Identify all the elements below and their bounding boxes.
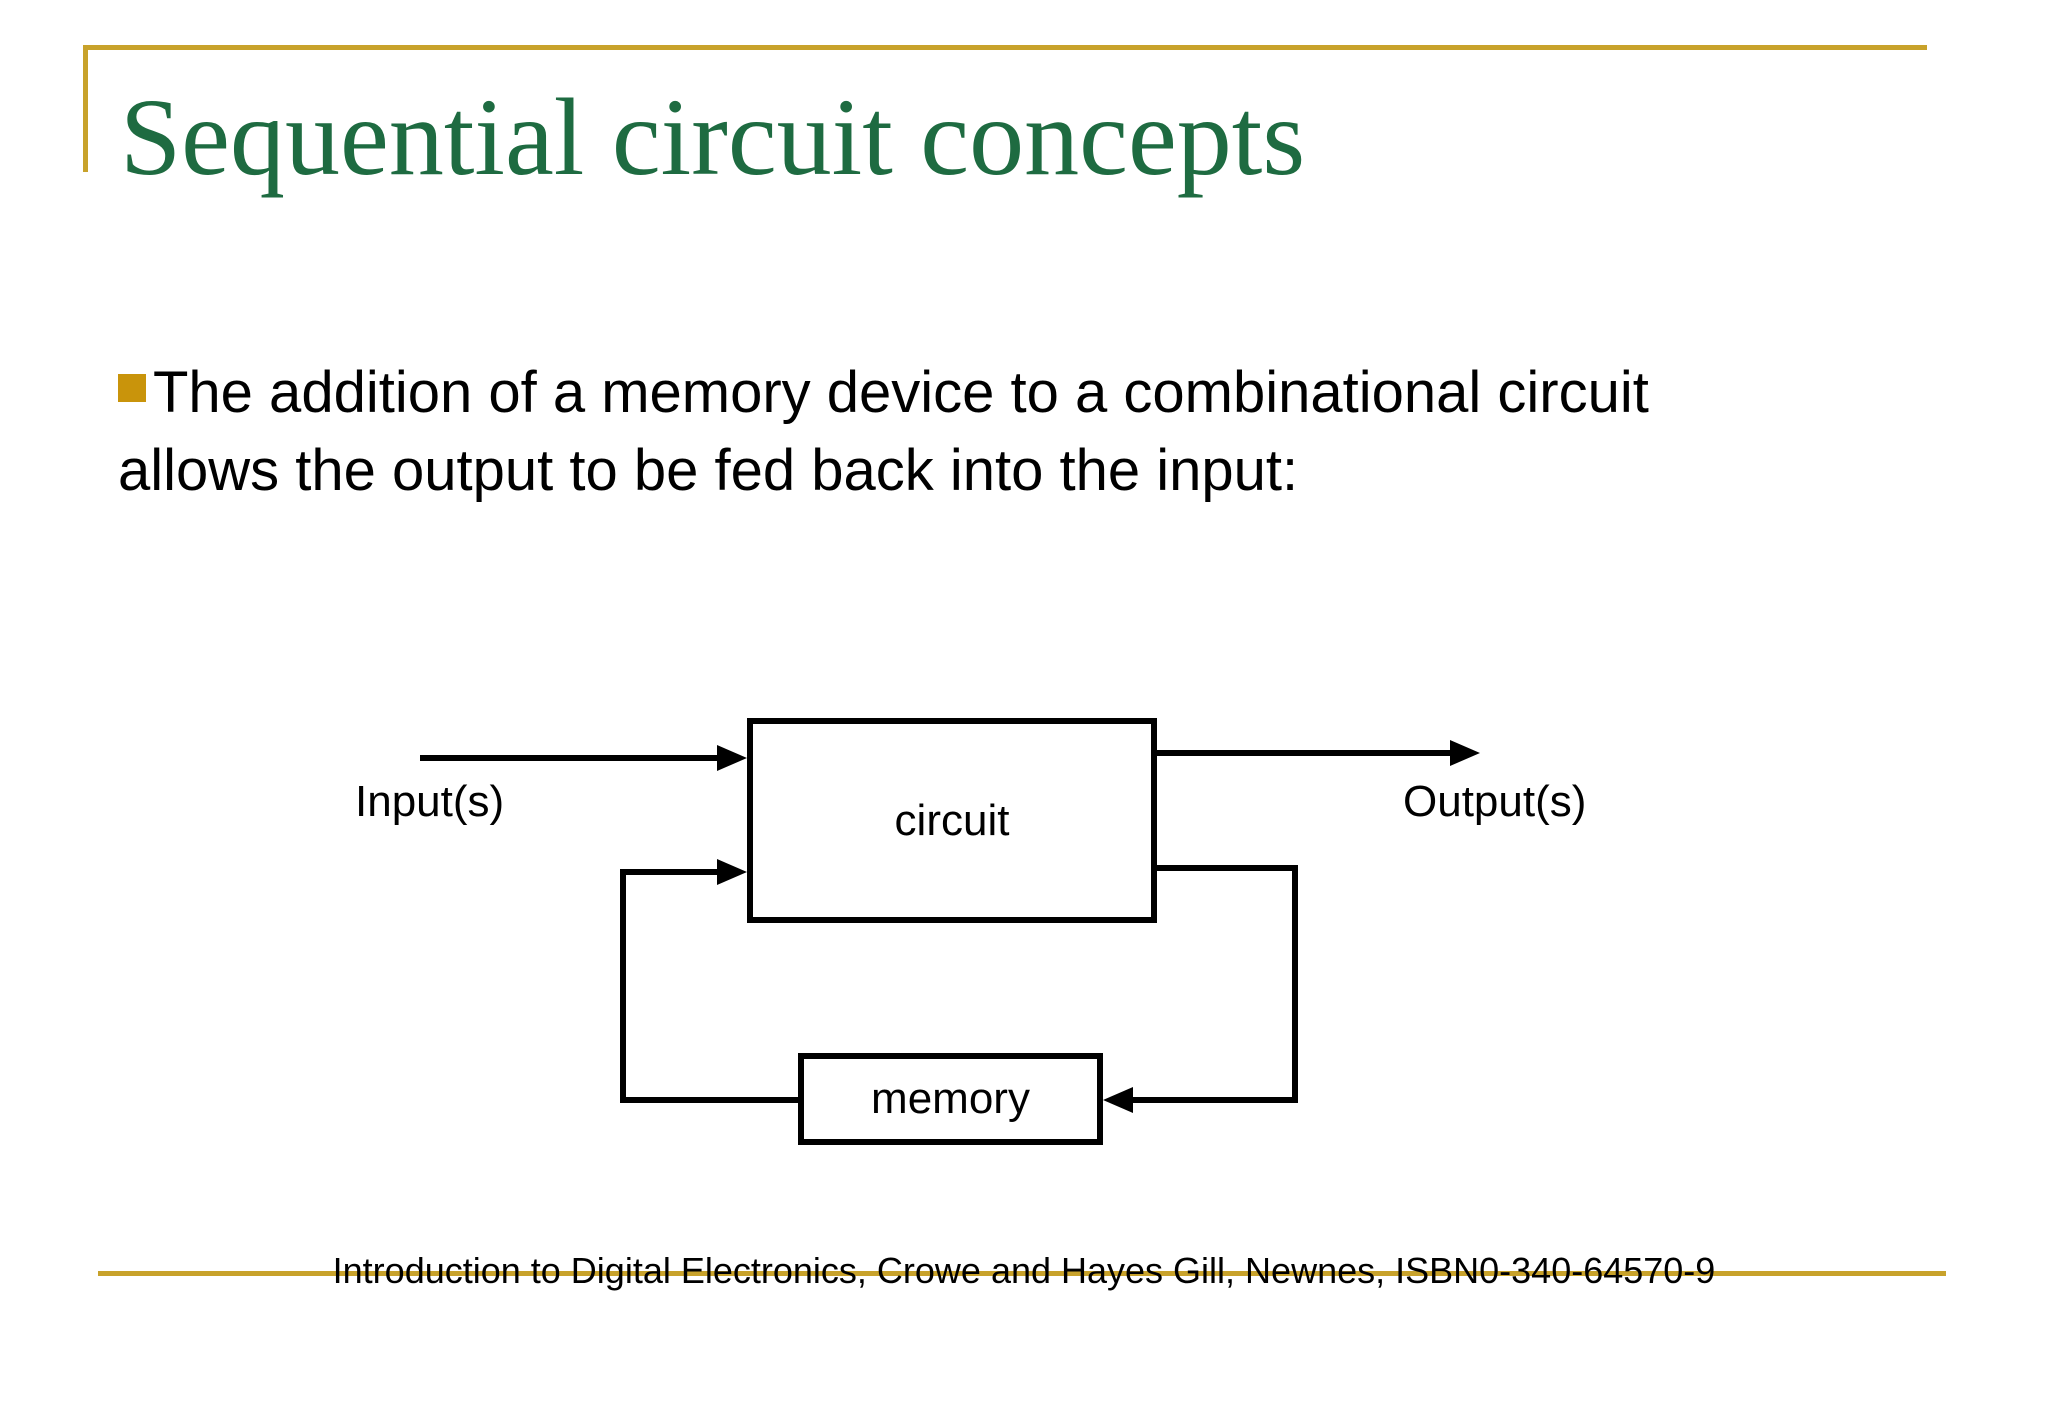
bullet-marker-icon bbox=[118, 374, 146, 402]
feedback-left-vertical-line bbox=[620, 869, 626, 1103]
feedback-into-circuit-line bbox=[620, 869, 720, 875]
memory-input-arrowhead-icon bbox=[1103, 1087, 1133, 1113]
feedback-right-vertical-line bbox=[1292, 865, 1298, 1103]
body-text-line-1: The addition of a memory device to a com… bbox=[118, 354, 1978, 432]
body-text-line-2-text: allows the output to be fed back into th… bbox=[118, 438, 1299, 503]
memory-box-label: memory bbox=[871, 1074, 1030, 1123]
output-arrowhead-icon bbox=[1450, 740, 1480, 766]
top-border-line bbox=[85, 45, 1927, 50]
footer-divider-line bbox=[98, 1271, 1946, 1276]
feedback-from-memory-line bbox=[620, 1097, 798, 1103]
body-text-line-2: allows the output to be fed back into th… bbox=[118, 432, 1978, 510]
input-arrow-line bbox=[420, 755, 720, 761]
feedback-right-horizontal-line bbox=[1157, 865, 1298, 871]
memory-box: memory bbox=[798, 1053, 1103, 1145]
input-label: Input(s) bbox=[355, 777, 505, 826]
body-text-line-1-text: The addition of a memory device to a com… bbox=[153, 360, 1649, 425]
page-title: Sequential circuit concepts bbox=[120, 76, 1306, 198]
circuit-feedback-arrowhead-icon bbox=[717, 859, 747, 885]
circuit-box-label: circuit bbox=[894, 795, 1010, 845]
feedback-into-memory-line bbox=[1130, 1097, 1298, 1103]
circuit-box: circuit bbox=[747, 718, 1157, 923]
left-border-line bbox=[83, 45, 88, 172]
output-label: Output(s) bbox=[1403, 777, 1587, 826]
footer-citation: Introduction to Digital Electronics, Cro… bbox=[332, 1250, 1716, 1291]
output-arrow-line bbox=[1157, 750, 1453, 756]
body-text: The addition of a memory device to a com… bbox=[0, 354, 1978, 510]
input-arrowhead-icon bbox=[717, 745, 747, 771]
